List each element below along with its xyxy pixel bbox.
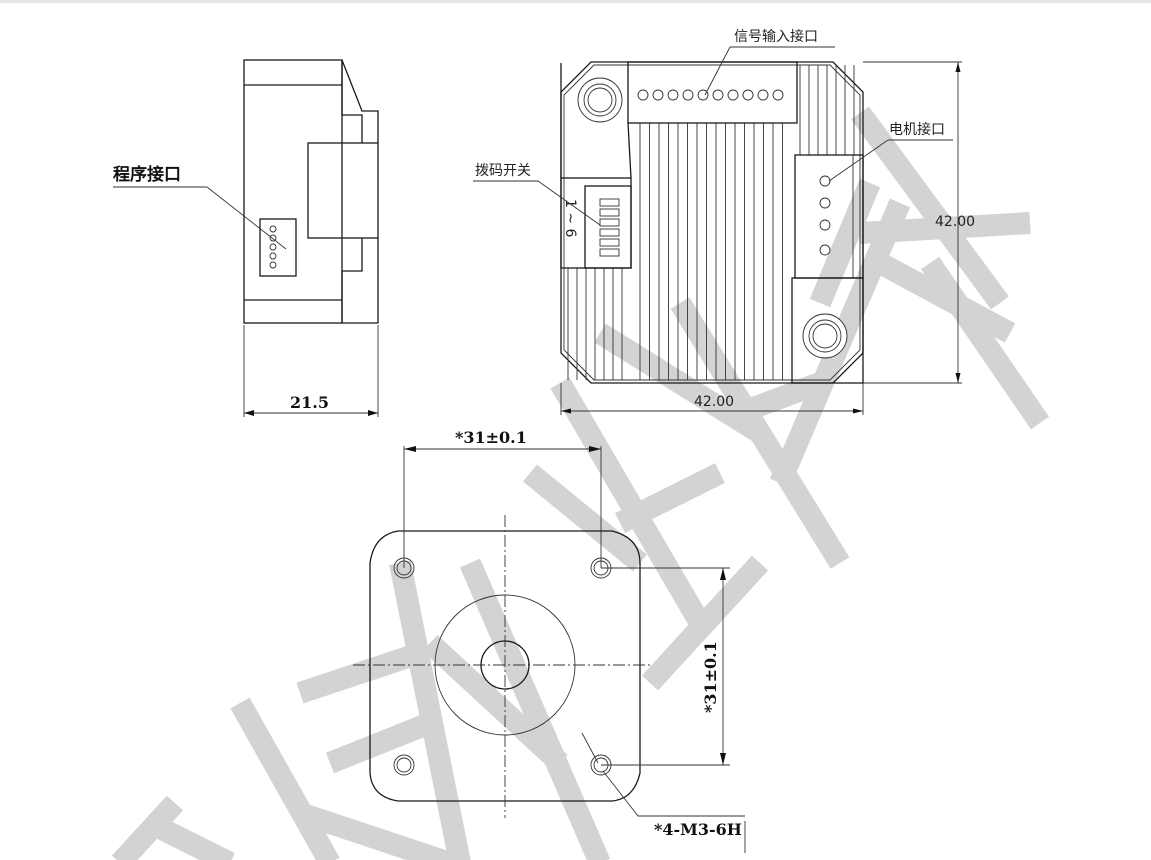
dip-switch [599, 198, 620, 207]
horizontal-hole-spacing: *31±0.1 [455, 428, 527, 447]
motor-port-label: 电机接口 [889, 121, 945, 138]
signal-input-label: 信号输入接口 [734, 28, 818, 45]
motor-pin [819, 219, 831, 231]
dip-switch [599, 238, 620, 247]
side-view: 程序接口 21.5 [113, 59, 379, 417]
signal-pin [742, 89, 754, 101]
signal-pin [667, 89, 679, 101]
signal-pin [697, 89, 709, 101]
technical-drawing: 程序接口 21.5 1 ~ 6 信号输入接口 拨码开关 [111, 28, 1050, 860]
signal-pin [727, 89, 739, 101]
signal-pin [682, 89, 694, 101]
motor-pin [819, 175, 831, 187]
dip-switch [599, 228, 620, 237]
dip-switch [599, 248, 620, 257]
signal-input-connector [627, 61, 798, 124]
signal-pin [637, 89, 649, 101]
watermark [111, 106, 1050, 860]
front-view: 1 ~ 6 信号输入接口 拨码开关 电机接口 42.00 42.00 [473, 28, 975, 415]
signal-pin [757, 89, 769, 101]
thickness-dimension: 21.5 [290, 393, 329, 412]
signal-pin [652, 89, 664, 101]
signal-pin [772, 89, 784, 101]
signal-pin [712, 89, 724, 101]
motor-pin [819, 244, 831, 256]
height-dimension: 42.00 [935, 214, 975, 230]
motor-pin [819, 197, 831, 209]
dip-switch-label: 拨码开关 [475, 163, 531, 179]
program-port-connector [259, 218, 297, 277]
width-dimension: 42.00 [694, 394, 734, 410]
mount-hole-top-left [577, 77, 623, 123]
dip-switch [599, 218, 620, 227]
program-port-label: 程序接口 [113, 164, 181, 185]
mount-hole-bottom-right [802, 313, 848, 359]
hole-spec-label: *4-M3-6H [654, 820, 742, 839]
mount-view: *31±0.1 *31±0.1 *4-M3-6H [353, 428, 746, 853]
dip-switch [599, 208, 620, 217]
vertical-hole-spacing: *31±0.1 [701, 641, 720, 713]
dip-range-label: 1 ~ 6 [562, 199, 578, 238]
heatsink-fins [567, 65, 855, 380]
